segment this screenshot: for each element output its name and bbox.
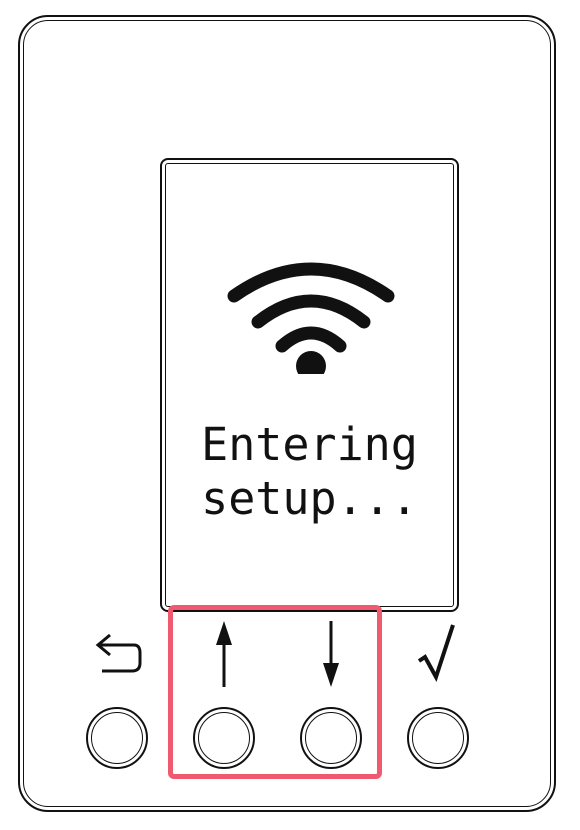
highlight-box (168, 605, 382, 779)
back-button-group (82, 615, 152, 769)
display-screen: Entering setup... (160, 158, 459, 612)
setup-message: Entering setup... (162, 418, 457, 526)
back-arrow-icon (95, 633, 142, 673)
down-button[interactable] (300, 707, 362, 769)
device-frame: Entering setup... (18, 15, 556, 812)
up-button[interactable] (193, 707, 255, 769)
message-line-1: Entering (201, 418, 418, 471)
wifi-icon (227, 262, 395, 374)
confirm-button[interactable] (407, 707, 469, 769)
checkmark-icon (417, 624, 455, 683)
back-button[interactable] (86, 707, 148, 769)
up-button-group (189, 615, 259, 769)
down-arrow-icon (323, 621, 339, 687)
message-line-2: setup... (201, 472, 418, 525)
confirm-button-group (403, 615, 473, 769)
down-button-group (296, 615, 366, 769)
up-arrow-icon (216, 621, 232, 687)
